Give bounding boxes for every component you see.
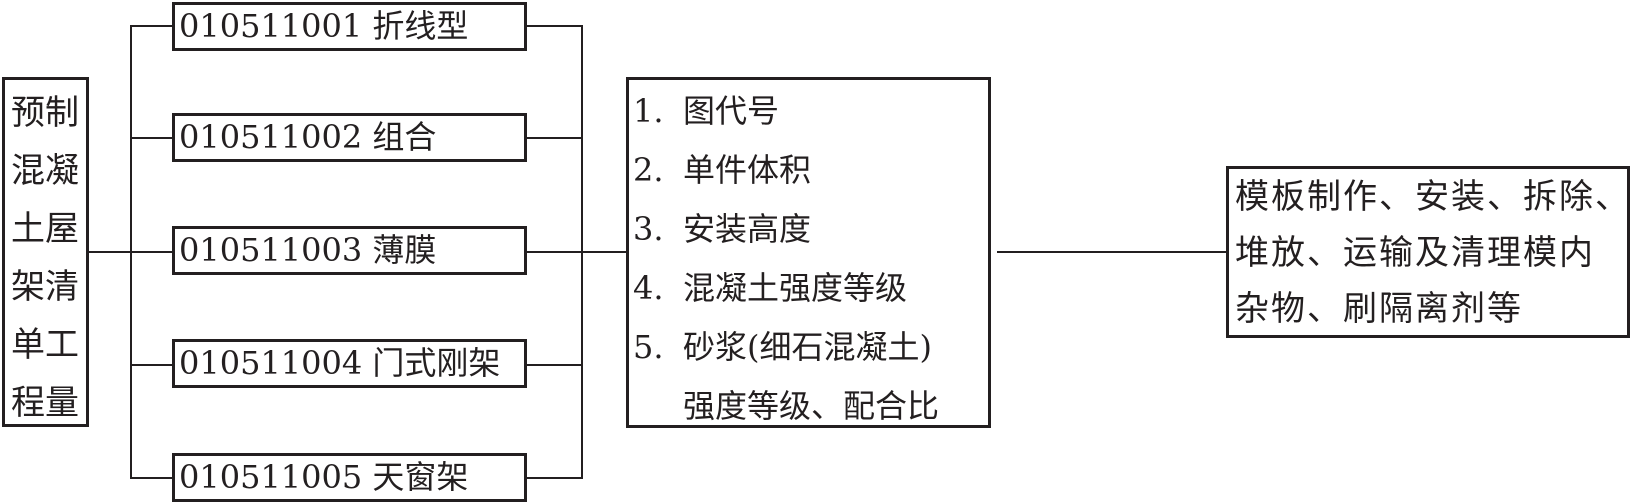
item-node: 010511003 薄膜 xyxy=(172,226,527,275)
left-bracket-tick-4 xyxy=(130,364,172,366)
work-line: 杂物、刷隔离剂等 xyxy=(1235,289,1523,329)
feature-text: 混凝土强度等级 xyxy=(683,269,908,307)
left-bracket-tick-3 xyxy=(130,251,172,253)
feature-item: 3. 安装高度 xyxy=(633,200,988,259)
root-line: 土屋 xyxy=(11,209,79,249)
feature-text: 单件体积 xyxy=(683,151,812,189)
right-bracket-tick-2 xyxy=(527,137,583,139)
feature-item: 2. 单件体积 xyxy=(633,141,988,200)
root-line: 混凝 xyxy=(11,151,79,191)
item-node: 010511001 折线型 xyxy=(172,2,527,51)
feature-text: 砂浆(细石混凝土) xyxy=(683,328,932,366)
item-code: 010511005 xyxy=(179,458,363,496)
item-code: 010511002 xyxy=(179,118,363,156)
item-node: 010511005 天窗架 xyxy=(172,453,527,502)
root-node: 预制 混凝 土屋 架清 单工 程量 xyxy=(2,77,89,427)
feature-item: 4. 混凝土强度等级 xyxy=(633,259,988,318)
feature-number: 5. xyxy=(633,328,664,366)
feature-number: 4. xyxy=(633,269,664,307)
left-bracket-tick-2 xyxy=(130,137,172,139)
right-bracket-tick-1 xyxy=(527,25,583,27)
root-line: 预制 xyxy=(11,93,79,133)
right-bracket-tick-3 xyxy=(527,251,583,253)
root-line: 架清 xyxy=(11,267,79,307)
item-node: 010511002 组合 xyxy=(172,113,527,162)
feature-item: 5. 砂浆(细石混凝土) xyxy=(633,318,988,377)
feature-number: 3. xyxy=(633,210,664,248)
connector-bracket-to-features xyxy=(581,251,626,253)
item-code: 010511001 xyxy=(179,7,363,45)
item-name: 薄膜 xyxy=(372,231,437,269)
item-code: 010511003 xyxy=(179,231,363,269)
left-bracket-tick-5 xyxy=(130,477,172,479)
feature-item: 1. 图代号 xyxy=(633,82,988,141)
work-content-node: 模板制作、安装、拆除、 堆放、运输及清理模内 杂物、刷隔离剂等 xyxy=(1226,166,1630,338)
item-name: 组合 xyxy=(372,118,437,156)
root-line: 单工 xyxy=(11,325,79,365)
feature-text: 安装高度 xyxy=(683,210,812,248)
work-line: 模板制作、安装、拆除、 xyxy=(1235,177,1630,217)
item-name: 门式刚架 xyxy=(372,344,501,382)
item-name: 折线型 xyxy=(372,7,469,45)
root-line: 程量 xyxy=(11,383,79,423)
features-node: 1. 图代号 2. 单件体积 3. 安装高度 4. 混凝土强度等级 5. 砂浆(… xyxy=(626,77,991,428)
work-line: 堆放、运输及清理模内 xyxy=(1235,233,1595,273)
feature-number: 2. xyxy=(633,151,664,189)
left-bracket-tick-1 xyxy=(130,25,172,27)
feature-text: 图代号 xyxy=(683,92,780,130)
item-node: 010511004 门式刚架 xyxy=(172,339,527,388)
connector-root-to-bracket xyxy=(89,251,131,253)
right-bracket-tick-4 xyxy=(527,364,583,366)
item-name: 天窗架 xyxy=(372,458,469,496)
right-bracket-tick-5 xyxy=(527,477,583,479)
item-code: 010511004 xyxy=(179,344,363,382)
connector-features-to-work xyxy=(997,251,1226,253)
feature-continuation: 强度等级、配合比 xyxy=(683,387,940,425)
feature-number: 1. xyxy=(633,92,664,130)
